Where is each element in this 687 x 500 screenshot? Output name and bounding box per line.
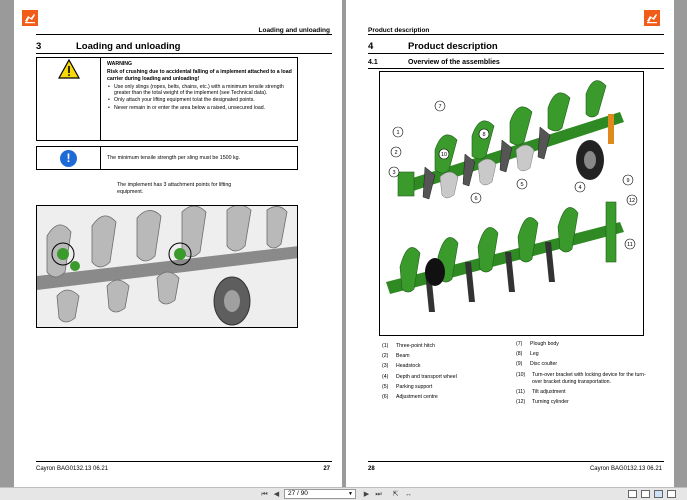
callout-10: 10: [438, 148, 450, 160]
callout-7: 7: [434, 100, 446, 112]
legend-item: (7)Plough body: [516, 341, 559, 347]
legend-item: (9)Disc coulter: [516, 361, 558, 368]
svg-text:11: 11: [627, 242, 633, 248]
svg-text:1: 1: [396, 130, 399, 136]
svg-text:6: 6: [474, 196, 477, 202]
legend-item: (2)Beam: [382, 353, 410, 360]
amazone-logo-icon: [644, 10, 660, 26]
footer-rule: [368, 461, 664, 462]
page-number: 28: [368, 466, 375, 472]
svg-text:12: 12: [629, 198, 635, 204]
lifting-points-figure: [36, 205, 298, 328]
legend-item: (12)Turning cylinder: [516, 398, 569, 405]
page-number-input[interactable]: 27 / 90 ▼: [284, 489, 356, 499]
legend-item: (1)Three-point hitch: [382, 343, 435, 349]
footer-doc-id: Cayron BAG0132.13 06.21: [36, 466, 109, 472]
svg-text:9: 9: [626, 178, 629, 184]
subsection-title: Overview of the assemblies: [408, 59, 500, 66]
warning-bullet: Only attach your lifting equipment to/at…: [107, 97, 293, 104]
callout-12: 12: [626, 194, 638, 206]
page-27: Loading and unloading 3 Loading and unlo…: [14, 0, 342, 487]
section-rule: [368, 53, 664, 54]
warning-bullet: Never remain in or enter the area below …: [107, 105, 293, 112]
svg-text:7: 7: [438, 104, 441, 110]
running-header: Loading and unloading: [258, 27, 331, 34]
svg-text:10: 10: [441, 152, 447, 158]
continuous-view-icon[interactable]: [641, 490, 650, 498]
warning-bullet: Use only slings (ropes, belts, chains, e…: [107, 84, 293, 97]
legend-item: (4)Depth and transport wheel: [382, 373, 457, 380]
legend-item: (11)Tilt adjustment: [516, 388, 566, 395]
footer-rule: [36, 461, 332, 462]
header-rule: [36, 34, 332, 35]
header-rule: [368, 34, 664, 35]
svg-text:2: 2: [394, 150, 397, 156]
svg-text:5: 5: [520, 182, 523, 188]
info-box: ! The minimum tensile strength per sling…: [36, 146, 298, 170]
callout-5: 5: [516, 178, 528, 190]
facing-pages-view-icon[interactable]: [654, 490, 663, 498]
section-title: Product description: [408, 41, 498, 52]
svg-text:4: 4: [578, 185, 581, 191]
page-28: Product description 4 Product descriptio…: [346, 0, 674, 487]
warning-box: WARNING Risk of crushing due to accident…: [36, 57, 298, 141]
legend-item: (3)Headstock: [382, 363, 421, 370]
section-number: 4: [368, 41, 374, 52]
legend-right: (7)Plough body (8)Leg (9)Disc coulter (1…: [516, 341, 652, 406]
legend-item: (6)Adjustment centre: [382, 394, 438, 401]
callout-8: 8: [478, 128, 490, 140]
next-page-icon[interactable]: ▶: [363, 491, 370, 498]
previous-page-icon[interactable]: ◀: [273, 491, 280, 498]
legend-item: (10)Turn-over bracket with locking devic…: [516, 371, 646, 385]
svg-text:8: 8: [482, 132, 485, 138]
warning-title: WARNING: [107, 61, 133, 67]
single-page-view-icon[interactable]: [628, 490, 637, 498]
plough-assemblies-illustration: 1 2 3 4 5 6 7 8 9 10 11 12: [380, 72, 643, 335]
attachment-text: The implement has 3 attachment points fo…: [117, 182, 232, 195]
legend-item: (8)Leg: [516, 351, 539, 358]
subsection-rule: [368, 68, 664, 69]
info-text: The minimum tensile strength per sling m…: [107, 155, 241, 161]
callout-3: 3: [388, 166, 400, 178]
callout-1: 1: [392, 126, 404, 138]
amazone-logo-icon: [22, 10, 38, 26]
legend-item: (5)Parking support: [382, 383, 433, 390]
last-page-icon[interactable]: ⏭: [375, 491, 382, 498]
svg-text:3: 3: [392, 170, 395, 176]
page-number-value: 27 / 90: [288, 490, 308, 497]
callout-6: 6: [470, 192, 482, 204]
warning-list: Use only slings (ropes, belts, chains, e…: [107, 84, 293, 111]
info-icon-cell: !: [37, 147, 101, 169]
callout-2: 2: [390, 146, 402, 158]
callout-11: 11: [624, 238, 636, 250]
plough-lifting-illustration: [37, 206, 297, 327]
first-page-icon[interactable]: ⏮: [261, 491, 268, 498]
fit-page-icon[interactable]: ⇱: [392, 491, 399, 498]
warning-icon-cell: [37, 58, 101, 140]
footer-doc-id: Cayron BAG0132.13 06.21: [589, 466, 662, 472]
callout-9: 9: [622, 174, 634, 186]
page-number: 27: [323, 466, 330, 472]
fit-width-icon[interactable]: ↔: [405, 491, 412, 498]
info-icon: !: [60, 150, 77, 167]
chevron-down-icon[interactable]: ▼: [348, 491, 353, 497]
assemblies-figure: 1 2 3 4 5 6 7 8 9 10 11 12: [379, 71, 644, 336]
running-header: Product description: [368, 27, 430, 34]
section-title: Loading and unloading: [76, 41, 181, 52]
grid-view-icon[interactable]: [667, 490, 676, 498]
warning-body: Risk of crushing due to accidental falli…: [107, 69, 292, 82]
callout-4: 4: [574, 181, 586, 193]
viewer-toolbar: ⏮ ◀ 27 / 90 ▼ ▶ ⏭ ⇱ ↔: [0, 487, 687, 500]
section-number: 3: [36, 41, 42, 52]
legend-left: (1)Three-point hitch (2)Beam (3)Headstoc…: [382, 341, 511, 402]
section-rule: [36, 53, 332, 54]
warning-triangle-icon: [57, 58, 81, 79]
subsection-number: 4.1: [368, 59, 378, 66]
